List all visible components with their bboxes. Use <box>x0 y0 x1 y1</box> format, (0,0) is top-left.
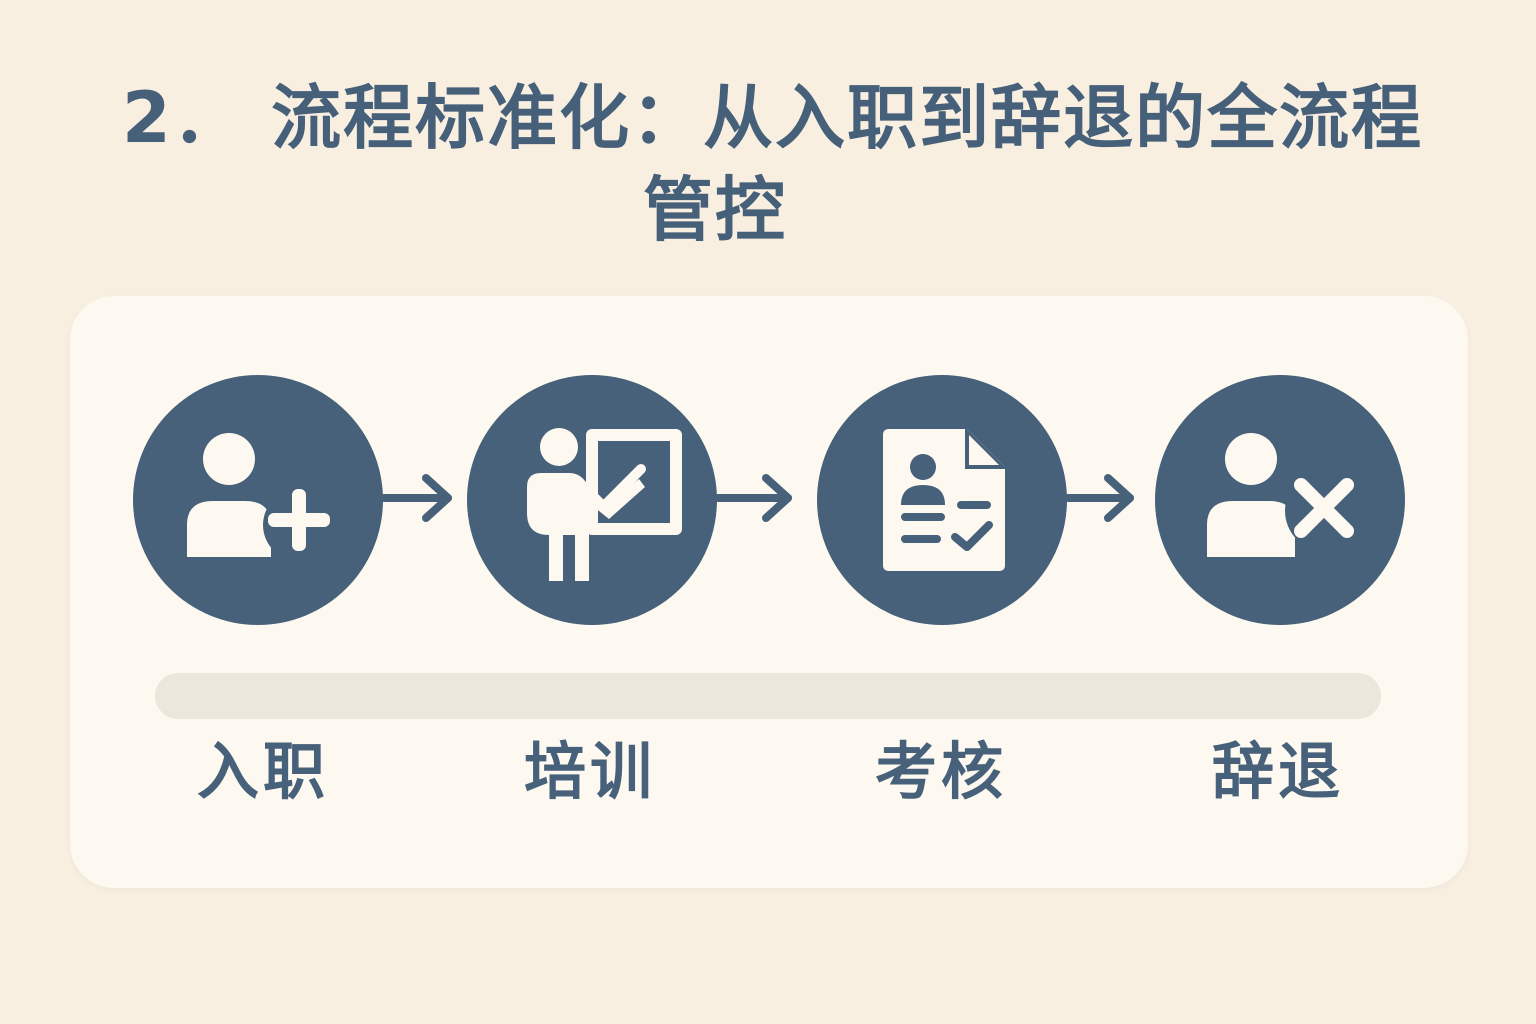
arrow-right-icon <box>716 474 792 522</box>
arrow-right-icon <box>382 474 452 522</box>
user-add-icon <box>187 433 335 561</box>
assessment-document-icon <box>883 427 1007 571</box>
user-remove-icon <box>1207 433 1365 557</box>
trainer-whiteboard-icon <box>527 428 682 581</box>
title-line-2: 管控 <box>643 169 787 251</box>
title-line-1: 2． 流程标准化：从入职到辞退的全流程 <box>122 77 1424 159</box>
step-assessment-circle <box>817 375 1067 625</box>
step-label-training: 培训 <box>523 735 656 808</box>
step-label-dismissal: 辞退 <box>1211 735 1344 808</box>
step-label-assessment: 考核 <box>874 735 1007 808</box>
step-training-circle <box>467 375 717 625</box>
step-onboarding-circle <box>133 375 383 625</box>
arrow-right-icon <box>1066 474 1134 522</box>
step-label-onboarding: 入职 <box>196 735 329 808</box>
step-dismissal-circle <box>1155 375 1405 625</box>
timeline-bar <box>155 673 1381 719</box>
